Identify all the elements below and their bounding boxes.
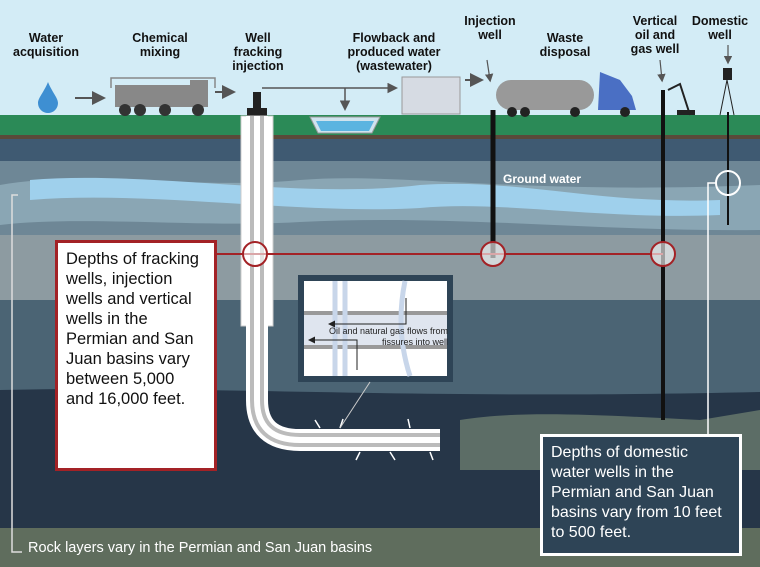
inset-detail bbox=[298, 275, 453, 429]
label-waste-disposal: Waste disposal bbox=[539, 31, 591, 59]
pump-jack-icon bbox=[667, 82, 695, 116]
storage-tank-icon bbox=[401, 76, 461, 115]
rock-layer-bracket bbox=[11, 194, 22, 553]
water-pit bbox=[316, 121, 374, 131]
label-injection-well: Injection well bbox=[464, 14, 516, 42]
tanker-truck-icon bbox=[496, 72, 636, 117]
label-water-acquisition: Water acquisition bbox=[13, 31, 79, 59]
wellhead-icon bbox=[247, 92, 267, 116]
domestic-well-icon bbox=[719, 68, 735, 116]
label-chemical-mixing: Chemical mixing bbox=[132, 31, 188, 59]
label-domestic-well: Domestic well bbox=[691, 14, 749, 42]
chemical-truck-icon bbox=[110, 77, 216, 116]
label-well-fracking: Well fracking injection bbox=[232, 31, 284, 73]
ground-surface bbox=[0, 115, 760, 135]
rock-layers-caption: Rock layers vary in the Permian and San … bbox=[28, 540, 373, 556]
domestic-wells-callout: Depths of domestic water wells in the Pe… bbox=[540, 434, 742, 556]
label-vertical-well: Vertical oil and gas well bbox=[630, 14, 680, 56]
ground-water-label: Ground water bbox=[503, 172, 582, 186]
label-flowback: Flowback and produced water (wastewater) bbox=[347, 31, 441, 73]
inset-caption: Oil and natural gas flows from fissures … bbox=[328, 326, 448, 347]
water-drop-icon bbox=[38, 82, 58, 113]
groundwater-layer bbox=[30, 177, 720, 216]
deep-wells-callout: Depths of fracking wells, injection well… bbox=[55, 240, 217, 471]
fracking-well bbox=[240, 115, 440, 461]
